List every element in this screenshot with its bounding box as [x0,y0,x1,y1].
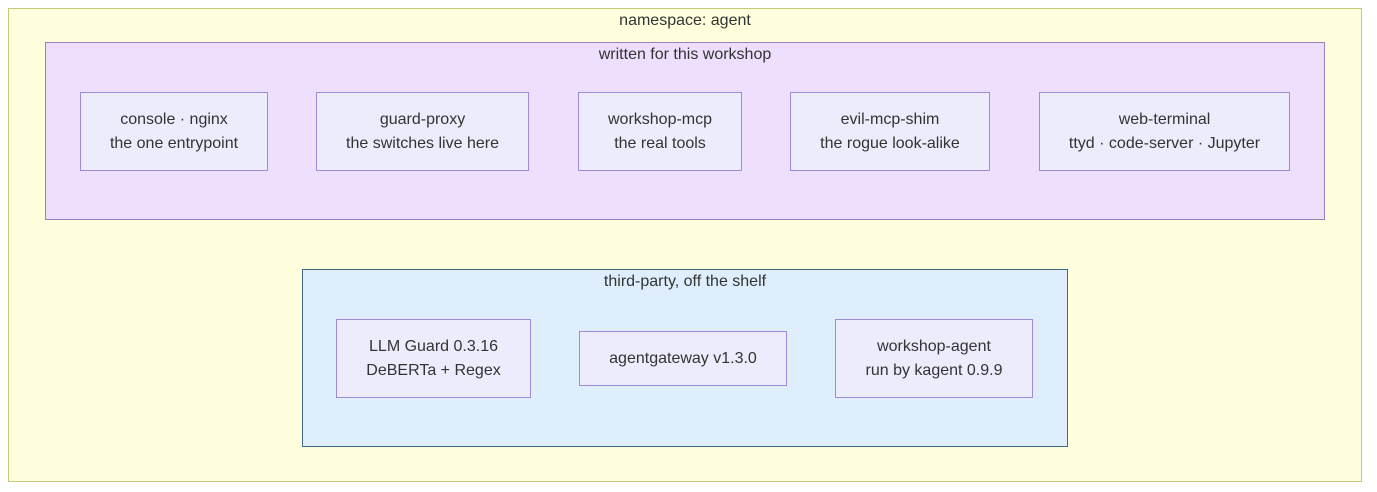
node-workshop-mcp-desc: the real tools [614,134,706,152]
node-guard-proxy-name: guard-proxy [379,110,466,128]
node-evil-mcp-shim[interactable]: evil-mcp-shim the rogue look-alike [790,92,990,171]
node-llm-guard-name: LLM Guard 0.3.16 [369,337,498,355]
node-web-terminal-name: web-terminal [1118,110,1211,128]
node-web-terminal[interactable]: web-terminal ttyd · code-server · Jupyte… [1039,92,1290,171]
node-llm-guard[interactable]: LLM Guard 0.3.16 DeBERTa + Regex [336,319,531,398]
node-web-terminal-desc: ttyd · code-server · Jupyter [1068,134,1261,152]
node-workshop-agent-name: workshop-agent [877,337,991,355]
node-workshop-agent-desc: run by kagent 0.9.9 [865,361,1003,379]
node-guard-proxy[interactable]: guard-proxy the switches live here [316,92,529,171]
node-console-nginx[interactable]: console · nginx the one entrypoint [80,92,268,171]
node-console-nginx-name: console · nginx [120,110,228,128]
node-agentgateway-name: agentgateway v1.3.0 [609,349,757,367]
node-workshop-agent[interactable]: workshop-agent run by kagent 0.9.9 [835,319,1033,398]
third-party-group-title: third-party, off the shelf [603,273,767,290]
node-console-nginx-desc: the one entrypoint [109,134,239,152]
node-guard-proxy-desc: the switches live here [346,134,499,152]
node-llm-guard-desc: DeBERTa + Regex [366,361,501,379]
node-agentgateway[interactable]: agentgateway v1.3.0 [579,331,787,386]
node-evil-mcp-shim-desc: the rogue look-alike [820,134,960,152]
workshop-group-title: written for this workshop [598,46,772,63]
node-evil-mcp-shim-name: evil-mcp-shim [840,110,940,128]
node-workshop-mcp[interactable]: workshop-mcp the real tools [578,92,742,171]
node-workshop-mcp-name: workshop-mcp [607,110,713,128]
namespace-title: namespace: agent [619,12,751,29]
